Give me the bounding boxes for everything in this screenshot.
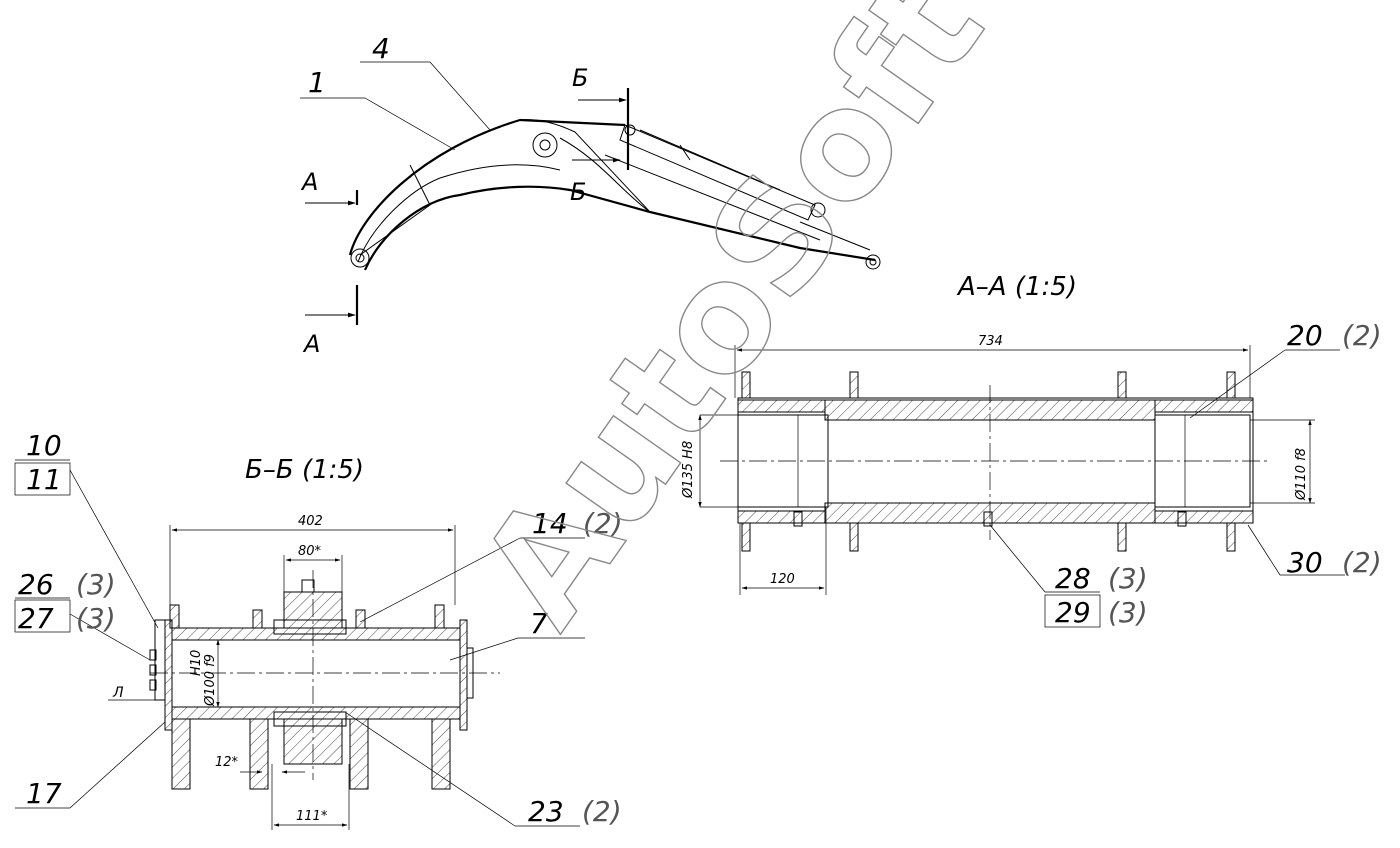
leader-label-10: 10 (26, 429, 62, 462)
dim-bb-length: 402 (298, 514, 323, 529)
section-b-bottom: Б (570, 178, 586, 206)
dim-aa-length: 734 (978, 334, 1003, 349)
leader-qty-23: (2) (582, 795, 622, 828)
dim-bb-shaft: Ø100 f9 (203, 654, 218, 707)
leader-label-14: 14 (532, 507, 568, 540)
leader-label-28: 28 (1055, 562, 1091, 595)
section-b-top: Б (572, 64, 588, 92)
leader-qty-28: (3) (1108, 562, 1148, 595)
watermark: AutoSoft (447, 0, 1017, 656)
leader-label-23: 23 (528, 795, 564, 828)
dim-aa-shaft: Ø110 f8 (1294, 448, 1309, 501)
leader-label-26: 26 (18, 568, 54, 601)
section-bb-view (14, 459, 585, 830)
section-bb-title: Б–Б (1:5) (245, 455, 364, 485)
leader-qty-20: (2) (1342, 319, 1382, 352)
dim-aa-offset: 120 (770, 572, 795, 587)
leader-label-1: 1 (308, 66, 326, 99)
boom-assembly (300, 61, 881, 325)
leader-qty-26: (3) (76, 568, 116, 601)
leader-qty-29: (3) (1108, 596, 1148, 629)
mark-l: Л (112, 685, 124, 701)
section-a-top: A (300, 168, 318, 196)
dim-bb-fit: H10 (189, 650, 204, 676)
leader-label-17: 17 (26, 777, 62, 810)
leader-label-30: 30 (1287, 546, 1323, 579)
section-aa-title: A–A (1:5) (956, 272, 1077, 302)
leader-label-11: 11 (26, 463, 62, 496)
dim-bb-spacing: 111* (296, 809, 328, 824)
leader-qty-14: (2) (583, 507, 623, 540)
leader-label-29: 29 (1055, 596, 1091, 629)
leader-qty-27: (3) (76, 602, 116, 635)
dim-bb-hub: 80* (298, 544, 322, 559)
leader-label-4: 4 (372, 32, 390, 65)
section-a-bottom: A (302, 330, 320, 358)
dim-bb-small: 12* (215, 755, 239, 770)
leader-label-20: 20 (1287, 319, 1323, 352)
leader-label-27: 27 (18, 602, 54, 635)
section-aa-view (698, 345, 1345, 628)
leader-qty-30: (2) (1342, 546, 1382, 579)
leader-label-7: 7 (530, 607, 548, 640)
dim-aa-bore: Ø135 H8 (681, 441, 696, 499)
